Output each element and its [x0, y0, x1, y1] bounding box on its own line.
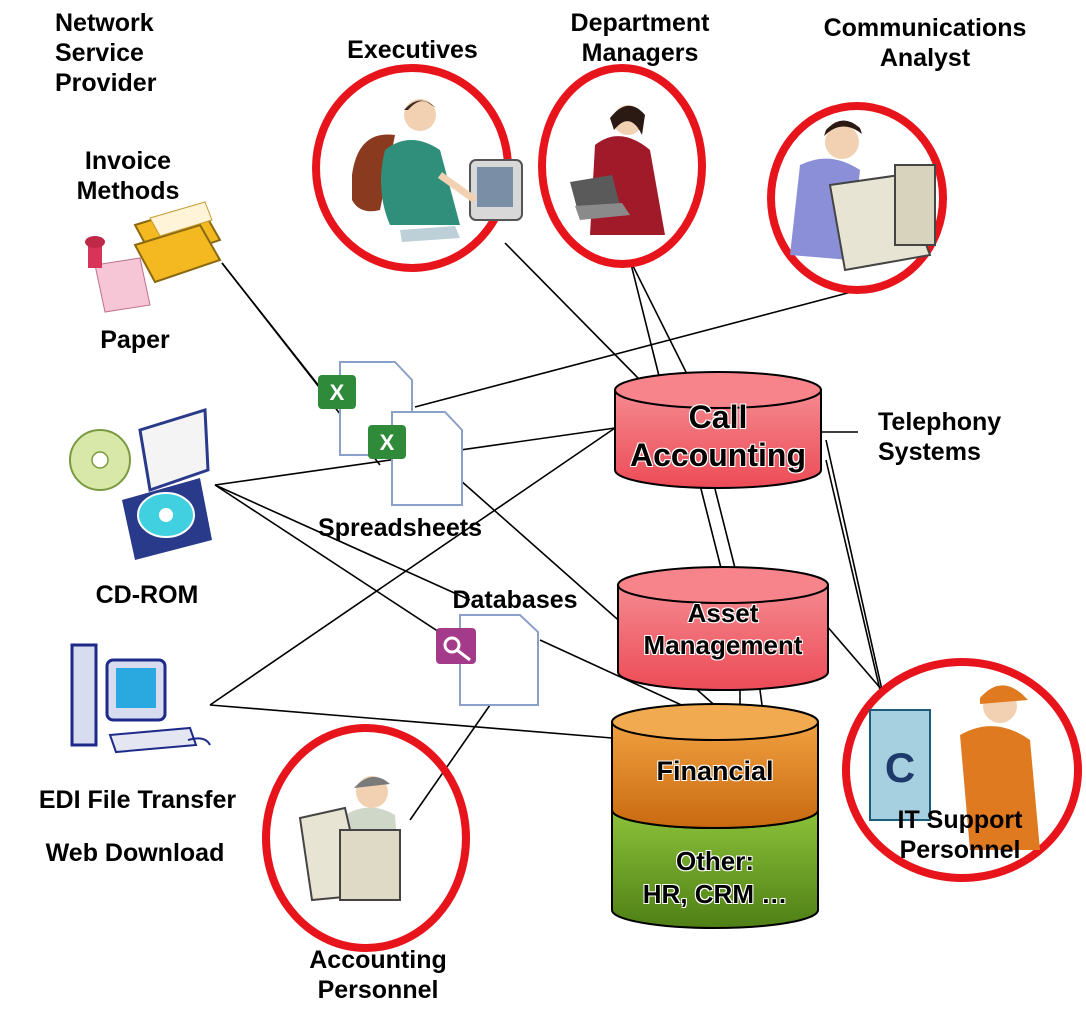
- executives-label: Executives: [347, 36, 478, 64]
- telephony-systems-label: Telephony Systems: [878, 408, 1002, 466]
- web-download-label: Web Download: [45, 839, 225, 867]
- executive-person-icon: [352, 99, 523, 242]
- accounting-personnel-ring: [262, 724, 470, 952]
- cd-rom-icon: [69, 407, 212, 560]
- it-support-person-icon: C: [869, 685, 1040, 850]
- financial-label: Financial: [656, 756, 774, 786]
- asset-management-label: Asset Management: [643, 598, 803, 660]
- spreadsheets-label: Spreadsheets: [318, 514, 482, 542]
- invoice-methods-label: Invoice Methods: [76, 147, 180, 205]
- svg-text:C: C: [885, 744, 915, 791]
- call-accounting-label: Call Accounting: [630, 399, 806, 473]
- other-systems-label: Other: HR, CRM …: [642, 846, 788, 909]
- department-managers-ring: [538, 64, 706, 268]
- it-support-ring: [842, 658, 1082, 882]
- department-managers-label: Department Managers: [570, 9, 710, 67]
- edi-file-transfer-label: EDI File Transfer: [38, 786, 237, 814]
- paper-inbox-icon: [85, 201, 222, 313]
- it-support-personnel-label: IT Support Personnel: [897, 806, 1023, 864]
- financial-cylinder: [611, 703, 819, 829]
- network-service-provider-label: Network Service Provider: [55, 9, 157, 97]
- analyst-person-icon: [790, 120, 936, 272]
- svg-text:X: X: [380, 430, 395, 455]
- communications-analyst-ring: [767, 102, 947, 294]
- manager-person-icon: [570, 105, 665, 235]
- databases-label: Databases: [452, 586, 578, 614]
- communications-analyst-label: Communications Analyst: [823, 14, 1027, 72]
- paper-label: Paper: [100, 326, 170, 354]
- accounting-person-icon: [298, 776, 401, 902]
- edi-computer-icon: [70, 643, 211, 754]
- call-accounting-cylinder: [614, 371, 822, 489]
- spreadsheet-icon: X X: [318, 361, 463, 506]
- asset-management-cylinder: [617, 566, 829, 691]
- highlight-rings: [262, 64, 1082, 952]
- accounting-personnel-label: Accounting Personnel: [309, 946, 447, 1004]
- database-icon: [436, 614, 539, 706]
- svg-text:X: X: [330, 380, 345, 405]
- cd-rom-label: CD-ROM: [95, 581, 199, 609]
- connector-lines: [209, 242, 883, 821]
